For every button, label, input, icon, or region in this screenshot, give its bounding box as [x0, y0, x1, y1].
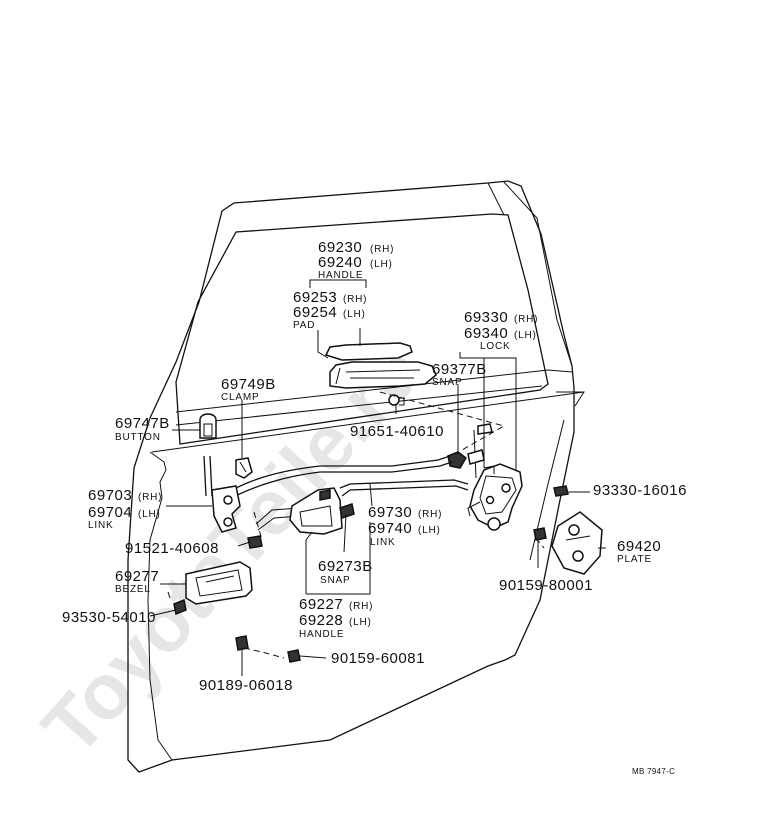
drawing-code: MB 7947-C: [632, 767, 675, 776]
callout-pad: 69253 (RH) 69254 (LH) PAD: [293, 289, 367, 331]
part-number: 69704: [88, 504, 132, 521]
callout-clip-90189: 90189-06018: [199, 677, 293, 694]
part-name: CLAMP: [221, 392, 259, 403]
callout-snap-handle: 69273B SNAP: [318, 558, 373, 586]
callout-link-left: 69703 (RH) 69704 (LH) LINK: [88, 487, 162, 531]
callout-snap-lock: 69377B SNAP: [432, 361, 487, 388]
part-suffix: (LH): [370, 259, 393, 270]
part-suffix: (RH): [343, 294, 367, 305]
part-number: 69228: [299, 612, 343, 629]
dashed-lines: [167, 391, 545, 659]
callout-lock: 69330 (RH) 69340 (LH) LOCK: [464, 309, 538, 352]
leader-lines: [149, 279, 606, 676]
part-number: 90159-60081: [331, 650, 425, 667]
part-number: 69330: [464, 309, 508, 326]
part-suffix: (LH): [138, 509, 161, 520]
part-name: HANDLE: [299, 629, 344, 640]
part-name: LINK: [88, 520, 113, 531]
callout-bolt-93330: 93330-16016: [593, 482, 687, 499]
part-suffix: (RH): [349, 601, 373, 612]
outside-handle: [324, 342, 437, 406]
part-number: 69240: [318, 254, 362, 271]
callout-plate: 69420 PLATE: [617, 538, 661, 565]
part-name: BEZEL: [115, 584, 151, 595]
part-suffix: (LH): [514, 330, 537, 341]
callout-handle-top: 69230 (RH) 69240 (LH) HANDLE: [318, 239, 394, 281]
part-suffix: (RH): [514, 314, 538, 325]
part-number: 93330-16016: [593, 482, 687, 499]
part-number: 69253: [293, 289, 337, 306]
part-suffix: (RH): [418, 509, 442, 520]
callout-clamp: 69749B CLAMP: [221, 376, 276, 403]
callout-bolt-91521: 91521-40608: [125, 540, 219, 557]
part-number: 69420: [617, 538, 661, 555]
part-suffix: (LH): [418, 525, 441, 536]
part-name: PAD: [293, 320, 315, 331]
callout-bezel: 69277 BEZEL: [115, 568, 159, 595]
part-suffix: (LH): [343, 309, 366, 320]
part-name: LOCK: [480, 341, 510, 352]
part-number: 69703: [88, 487, 132, 504]
part-number: 91651-40610: [350, 423, 444, 440]
fasteners: [173, 485, 569, 663]
part-number: 69227: [299, 596, 343, 613]
part-name: HANDLE: [318, 270, 363, 281]
part-name: PLATE: [617, 554, 652, 565]
part-number: 69230: [318, 239, 362, 256]
button-part: [199, 413, 217, 439]
part-suffix: (RH): [370, 244, 394, 255]
part-number: 69340: [464, 325, 508, 342]
part-number: 90189-06018: [199, 677, 293, 694]
part-number: 69749B: [221, 376, 276, 393]
part-number: 69277: [115, 568, 159, 585]
clamp-part: [235, 457, 253, 479]
part-number: 93530-54010: [62, 609, 156, 626]
part-number: 69254: [293, 304, 337, 321]
part-number: 69273B: [318, 558, 373, 575]
plate-part: [551, 511, 603, 575]
callout-link-mid: 69730 (RH) 69740 (LH) LINK: [368, 504, 442, 548]
callout-screw-90159-60081: 90159-60081: [331, 650, 425, 667]
inside-handle: [289, 487, 355, 535]
part-number: 69730: [368, 504, 412, 521]
part-number: 91521-40608: [125, 540, 219, 557]
part-number: 69747B: [115, 415, 170, 432]
part-name: SNAP: [320, 575, 350, 586]
part-name: SNAP: [432, 377, 462, 388]
part-name: BUTTON: [115, 432, 161, 443]
part-suffix: (LH): [349, 617, 372, 628]
door-lock: [467, 423, 523, 531]
lock-snap: [447, 451, 467, 469]
part-suffix: (RH): [138, 492, 162, 503]
callout-screw-93530: 93530-54010: [62, 609, 156, 626]
part-number: 69377B: [432, 361, 487, 378]
callout-button: 69747B BUTTON: [115, 415, 170, 443]
part-name: LINK: [370, 537, 395, 548]
part-number: 69740: [368, 520, 412, 537]
callout-handle-inner: 69227 (RH) 69228 (LH) HANDLE: [299, 596, 373, 640]
part-number: 90159-80001: [499, 577, 593, 594]
callout-bolt-91651: 91651-40610: [350, 423, 444, 440]
callout-screw-90159-80001: 90159-80001: [499, 577, 593, 594]
bezel-part: [185, 561, 253, 605]
